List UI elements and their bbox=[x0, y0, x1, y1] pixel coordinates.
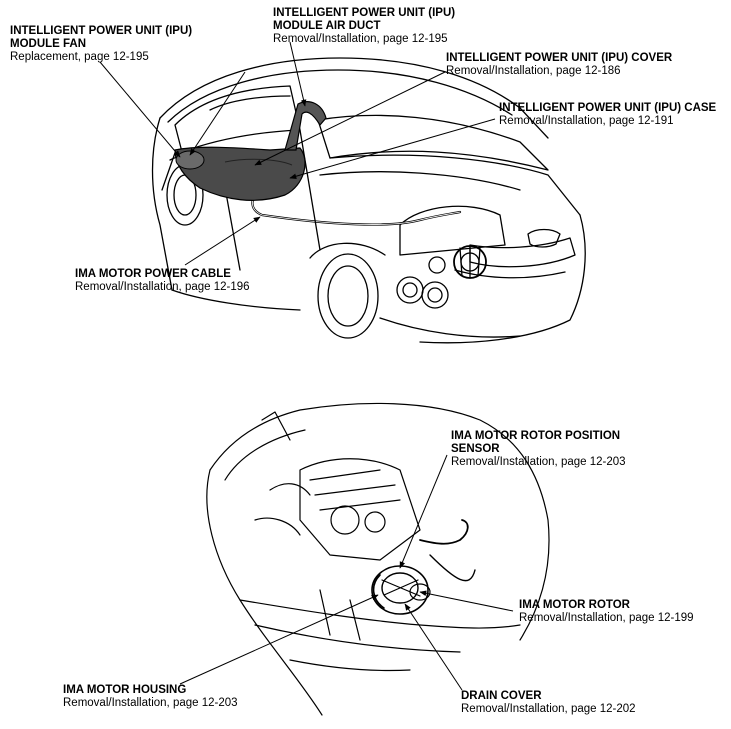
callout-title: IMA MOTOR ROTOR POSITION bbox=[451, 430, 621, 442]
callout-title: IMA MOTOR ROTOR bbox=[519, 599, 630, 611]
callout-ipu-case: INTELLIGENT POWER UNIT (IPU) CASE Remova… bbox=[499, 102, 716, 128]
callout-title: SENSOR bbox=[451, 443, 500, 455]
callout-title: INTELLIGENT POWER UNIT (IPU) bbox=[10, 25, 193, 37]
callout-title: INTELLIGENT POWER UNIT (IPU) bbox=[273, 7, 456, 19]
callout-title: MODULE AIR DUCT bbox=[273, 20, 381, 32]
callout-title: DRAIN COVER bbox=[461, 690, 542, 702]
callout-ref: Removal/Installation, page 12-186 bbox=[446, 65, 621, 77]
callout-ref: Replacement, page 12-195 bbox=[10, 51, 149, 63]
leader-lines bbox=[99, 41, 514, 691]
callout-title: IMA MOTOR HOUSING bbox=[63, 684, 187, 696]
callout-title: MODULE FAN bbox=[10, 38, 87, 50]
callout-ipu-module-fan: INTELLIGENT POWER UNIT (IPU) MODULE FAN … bbox=[10, 25, 192, 64]
callout-ref: Removal/Installation, page 12-196 bbox=[75, 281, 250, 293]
callout-ref: Removal/Installation, page 12-199 bbox=[519, 612, 694, 624]
callout-ima-motor-rotor: IMA MOTOR ROTOR Removal/Installation, pa… bbox=[519, 599, 694, 625]
car-illustration bbox=[151, 57, 586, 344]
callout-title: IMA MOTOR POWER CABLE bbox=[75, 268, 231, 280]
callout-ref: Removal/Installation, page 12-195 bbox=[273, 33, 448, 45]
callout-title: INTELLIGENT POWER UNIT (IPU) CASE bbox=[499, 102, 717, 114]
callout-ref: Removal/Installation, page 12-191 bbox=[499, 115, 674, 127]
callout-ima-motor-rotor-position-sensor: IMA MOTOR ROTOR POSITION SENSOR Removal/… bbox=[451, 430, 626, 469]
callout-ipu-cover: INTELLIGENT POWER UNIT (IPU) COVER Remov… bbox=[446, 52, 672, 78]
callout-ipu-module-air-duct: INTELLIGENT POWER UNIT (IPU) MODULE AIR … bbox=[273, 7, 455, 46]
callout-drain-cover: DRAIN COVER Removal/Installation, page 1… bbox=[461, 690, 636, 716]
callout-ref: Removal/Installation, page 12-203 bbox=[63, 697, 238, 709]
callout-ref: Removal/Installation, page 12-202 bbox=[461, 703, 636, 715]
callout-title: INTELLIGENT POWER UNIT (IPU) COVER bbox=[446, 52, 673, 64]
ipu-assembly bbox=[174, 101, 327, 201]
callout-ima-motor-power-cable: IMA MOTOR POWER CABLE Removal/Installati… bbox=[75, 268, 250, 294]
callout-ima-motor-housing: IMA MOTOR HOUSING Removal/Installation, … bbox=[63, 684, 238, 710]
engine-bay-illustration bbox=[206, 402, 550, 716]
callout-ref: Removal/Installation, page 12-203 bbox=[451, 456, 626, 468]
